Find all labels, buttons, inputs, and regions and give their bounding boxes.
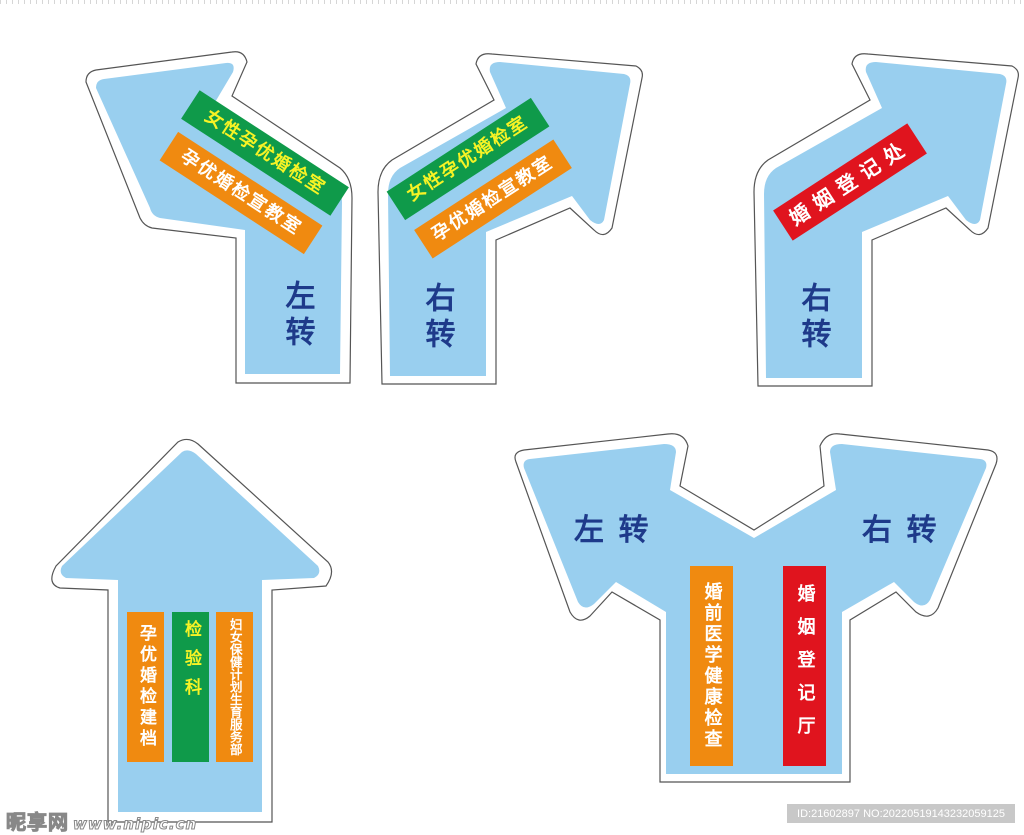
sign-1-turn-label: 左转 (279, 280, 315, 352)
sign-5-left-turn-label: 左 转 (574, 513, 651, 548)
sign-4-label-orange-2: 妇女保健计划生育服务部 (216, 612, 253, 762)
sign-2-turn-label: 右转 (419, 282, 455, 354)
sign-3-right-turn-arrow (753, 53, 1019, 387)
sign-4-label-green: 检验科 (172, 612, 209, 762)
sign-1-left-turn-arrow (85, 51, 353, 384)
sign-5-right-turn-label: 右 转 (862, 513, 939, 548)
sign-5-label-red: 婚姻登记厅 (783, 566, 826, 766)
top-ruler (0, 0, 1024, 4)
sign-5-fork-arrow (514, 433, 998, 783)
sign-3-turn-label: 右转 (795, 282, 831, 354)
sign-2-right-turn-arrow (377, 53, 643, 385)
image-id-bar: ID:21602897 NO:20220519143232059125 (787, 804, 1015, 823)
sign-5-label-orange: 婚前医学健康检查 (690, 566, 733, 766)
sign-4-label-orange-1: 孕优婚检建档 (127, 612, 164, 762)
watermark-url: www.nipic.cn (72, 815, 198, 834)
watermark-brand: 昵享网 (6, 810, 69, 835)
